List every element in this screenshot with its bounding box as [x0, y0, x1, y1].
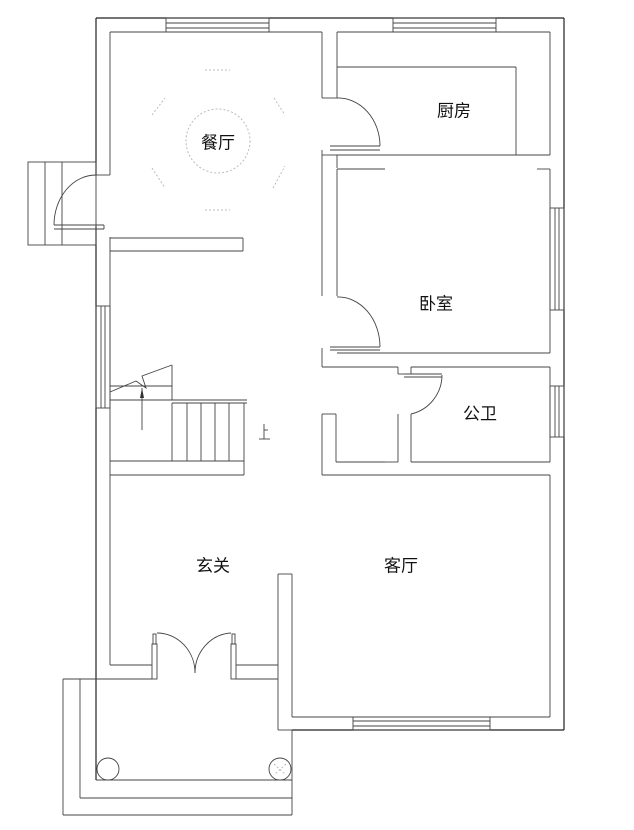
dining-table [151, 69, 286, 211]
window-dining-top [165, 17, 270, 33]
door-bedroom [330, 296, 381, 351]
room-label-living-room: 客厅 [384, 556, 418, 577]
door-bathroom [404, 373, 443, 415]
wall-dining-kitchen [321, 32, 338, 296]
kitchen-walls [337, 66, 550, 156]
column-right [268, 757, 292, 781]
living-room-walls [277, 475, 551, 731]
room-label-dining: 餐厅 [201, 133, 235, 154]
window-stair-west [95, 305, 111, 409]
stair-up-marker [259, 424, 270, 440]
column-left [96, 757, 120, 781]
window-bedroom [549, 207, 565, 311]
door-kitchen [330, 97, 381, 151]
window-bathroom [549, 385, 565, 438]
window-living-room [352, 716, 491, 731]
bedroom-walls [321, 154, 551, 368]
room-label-foyer: 玄关 [196, 556, 230, 577]
room-label-kitchen: 厨房 [437, 101, 471, 122]
window-kitchen-top [392, 17, 497, 33]
front-porch [62, 678, 293, 816]
wall-dining-stair [110, 237, 244, 252]
door-main-entrance [151, 632, 237, 680]
room-label-bathroom: 公卫 [463, 404, 497, 425]
west-entry-steps [27, 161, 97, 246]
bathroom-walls [321, 367, 551, 476]
foyer-walls [96, 664, 278, 680]
room-label-bedroom: 卧室 [419, 294, 453, 315]
staircase [109, 364, 247, 476]
door-dining-west [53, 174, 105, 230]
